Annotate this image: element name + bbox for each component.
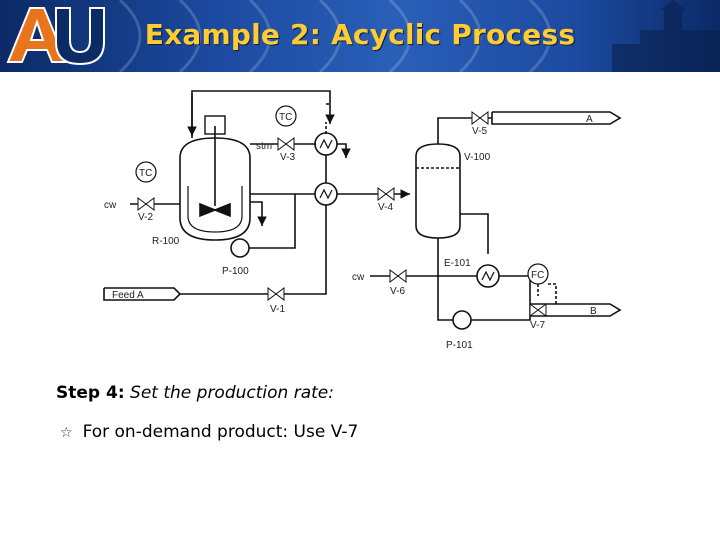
label-v3: V-3 — [280, 152, 295, 163]
drum-v100 — [415, 143, 461, 239]
label-p100: P-100 — [222, 266, 249, 277]
label-stm: stm — [256, 141, 272, 152]
valve-v6 — [389, 269, 407, 283]
valve-v4 — [377, 187, 395, 201]
pump-p101 — [452, 310, 472, 330]
label-e101: E-101 — [444, 258, 471, 269]
valve-v2 — [137, 197, 155, 211]
label-feed-a: Feed A — [112, 290, 144, 301]
auburn-logo — [6, 7, 105, 66]
step-heading: Step 4: Set the production rate: — [56, 383, 334, 403]
label-r100: R-100 — [152, 236, 180, 247]
label-cw1: cw — [104, 200, 117, 211]
process-flow-diagram: TC stm V-3 TC cw V-2 R-100 P-100 Feed A … — [103, 90, 622, 351]
valve-v7 — [529, 303, 547, 317]
valve-v5 — [471, 111, 489, 125]
label-fc: FC — [531, 270, 544, 281]
step-text: Set the production rate: — [130, 383, 334, 403]
valve-v3 — [277, 137, 295, 151]
label-v4: V-4 — [378, 202, 393, 213]
fc-controller — [527, 263, 549, 285]
label-tc2: TC — [139, 168, 152, 179]
label-p101: P-101 — [446, 340, 473, 351]
label-stream-a: A — [586, 114, 593, 125]
tc-controller-2 — [135, 161, 157, 183]
reactor-vessel — [179, 137, 251, 241]
label-v5: V-5 — [472, 126, 487, 137]
valve-v1 — [267, 287, 285, 301]
label-v2: V-2 — [138, 212, 153, 223]
label-v1: V-1 — [270, 304, 285, 315]
label-v6: V-6 — [390, 286, 405, 297]
banner-decoration — [6, 0, 720, 72]
label-cw2: cw — [352, 272, 365, 283]
label-v100: V-100 — [464, 152, 491, 163]
header-banner: Example 2: Acyclic Process — [0, 0, 720, 72]
star-bullet-icon: ☆ — [60, 425, 73, 441]
tc-controller-1 — [275, 105, 297, 127]
step-label: Step 4: — [56, 383, 125, 403]
label-stream-b: B — [590, 306, 597, 317]
tower-silhouette — [612, 0, 720, 72]
slide-title: Example 2: Acyclic Process — [144, 18, 576, 51]
bullet-text: For on-demand product: Use V-7 — [82, 422, 359, 442]
label-v7: V-7 — [530, 320, 545, 331]
bullet-item: ☆ For on-demand product: Use V-7 — [60, 422, 358, 442]
label-tc1: TC — [279, 112, 292, 123]
pump-p100 — [230, 238, 250, 258]
